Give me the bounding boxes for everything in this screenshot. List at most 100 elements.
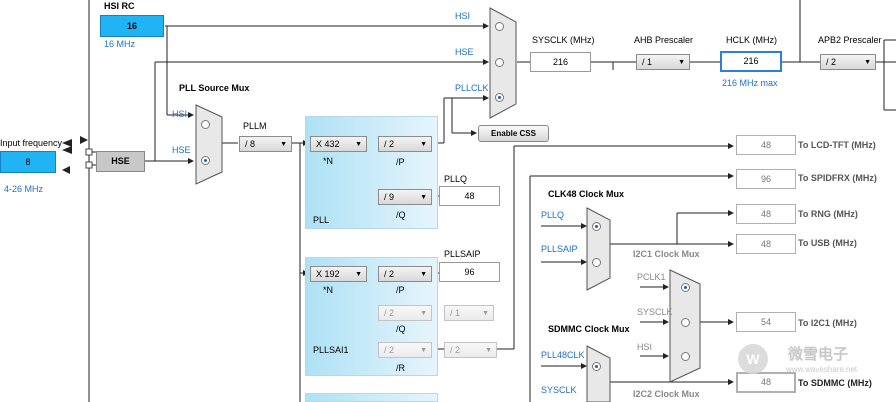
sdmmc-mux-title: SDMMC Clock Mux	[548, 324, 630, 334]
pll-source-hse-radio[interactable]	[201, 156, 210, 165]
hsi-rc-freq: 16 MHz	[104, 39, 136, 49]
watermark-text: 微雪电子	[788, 346, 849, 363]
pll-p-label: /P	[396, 157, 405, 167]
pll-panel	[305, 116, 438, 229]
sysmux-pllclk-radio[interactable]	[495, 93, 504, 102]
ahb-prescaler-label: AHB Prescaler	[634, 35, 694, 45]
chevron-down-icon: ▼	[482, 310, 489, 317]
pll-name: PLL	[313, 215, 330, 225]
hclk-max: 216 MHz max	[722, 78, 778, 88]
clk48-pllsaip-label: PLLSAIP	[541, 244, 578, 254]
clk48-mux-title: CLK48 Clock Mux	[548, 189, 625, 199]
pll-q-label: /Q	[396, 210, 406, 220]
chevron-down-icon: ▼	[678, 59, 685, 66]
pll-source-hsi-radio[interactable]	[201, 120, 210, 129]
sysmux-hsi-radio[interactable]	[495, 22, 504, 31]
i2c1-pclk1-label: PCLK1	[637, 272, 666, 282]
apb2-prescaler-select[interactable]: / 2 ▼	[820, 54, 876, 70]
watermark-logo: W	[738, 344, 768, 374]
ahb-prescaler-select[interactable]: / 1 ▼	[636, 54, 690, 70]
chevron-down-icon: ▼	[420, 141, 427, 148]
apb2-prescaler-value: / 2	[826, 57, 837, 67]
sdmmc-sysclk-label: SYSCLK	[541, 385, 577, 395]
pllq-value: 48	[439, 186, 500, 206]
pllq-label: PLLQ	[444, 174, 468, 184]
watermark-url: www.waveshare.net	[786, 365, 858, 374]
pll-p-value: / 2	[384, 139, 395, 149]
pllsai-p-select[interactable]: / 2 ▼	[378, 266, 432, 282]
sysmux-hse-radio[interactable]	[495, 58, 504, 67]
next-pll-panel	[305, 393, 438, 402]
rng-value: 48	[736, 204, 796, 224]
pll-p-select[interactable]: / 2 ▼	[378, 136, 432, 152]
pllsai-n-value: X 192	[316, 269, 340, 279]
chevron-down-icon: ▼	[420, 347, 427, 354]
sdmmc-pll48clk-label: PLL48CLK	[541, 350, 585, 360]
sdmmc-pll48clk-radio[interactable]	[592, 362, 601, 371]
chevron-down-icon: ▼	[420, 194, 427, 201]
i2c1-hsi-radio[interactable]	[681, 352, 690, 361]
pll-source-mux-title: PLL Source Mux	[179, 83, 250, 93]
chevron-down-icon: ▼	[864, 59, 871, 66]
chevron-down-icon: ▼	[355, 271, 362, 278]
hsi-rc-title: HSI RC	[104, 1, 135, 11]
clk48-pllq-radio[interactable]	[592, 222, 601, 231]
rng-label: To RNG (MHz)	[798, 209, 858, 219]
pllsai-q-value: / 2	[384, 308, 395, 318]
input-frequency-label: Input frequency	[0, 138, 63, 148]
pllsaip-value: 96	[439, 262, 500, 282]
hclk-value[interactable]: 216	[720, 51, 782, 72]
pllsai-name: PLLSAI1	[313, 345, 349, 355]
pll-n-label: *N	[323, 156, 334, 166]
pllsai-q2-select[interactable]: / 1 ▼	[444, 305, 494, 321]
pllm-label: PLLM	[243, 121, 267, 131]
apb2-prescaler-label: APB2 Prescaler	[818, 35, 882, 45]
i2c2-mux-title: I2C2 Clock Mux	[633, 389, 700, 399]
pllsai-n-select[interactable]: X 192 ▼	[310, 266, 367, 282]
sysmux-hsi-label: HSI	[455, 11, 471, 21]
pll-q-select[interactable]: / 9 ▼	[378, 189, 432, 205]
pllsai-p-label: /P	[396, 285, 405, 295]
i2c1-mux-title: I2C1 Clock Mux	[633, 249, 700, 259]
ahb-prescaler-value: / 1	[642, 57, 653, 67]
input-frequency-range: 4-26 MHz	[4, 184, 44, 194]
pllsai-r-label: /R	[396, 363, 405, 373]
pll-source-hsi-label: HSI	[172, 109, 188, 119]
lcd-tft-value: 48	[736, 135, 796, 155]
sysclk-label: SYSCLK (MHz)	[532, 35, 595, 45]
i2c1-pclk1-radio[interactable]	[681, 283, 690, 292]
usb-label: To USB (MHz)	[798, 238, 857, 248]
i2c1-hsi-label: HSI	[637, 342, 653, 352]
chevron-down-icon: ▼	[280, 141, 287, 148]
pll-n-select[interactable]: X 432 ▼	[310, 136, 367, 152]
clk48-pllq-label: PLLQ	[541, 210, 565, 220]
pll-q-value: / 9	[384, 192, 395, 202]
usb-value: 48	[736, 234, 796, 254]
chevron-down-icon: ▼	[355, 141, 362, 148]
pllsai-n-label: *N	[323, 285, 334, 295]
pllsai-q2-value: / 1	[450, 308, 461, 318]
pllm-select[interactable]: / 8▼	[239, 136, 292, 152]
pllsaip-label: PLLSAIP	[444, 249, 481, 259]
pllsai-p-value: / 2	[384, 269, 395, 279]
i2c1-sysclk-radio[interactable]	[681, 318, 690, 327]
input-frequency-value[interactable]: 8	[0, 151, 56, 173]
pll-n-value: X 432	[316, 139, 340, 149]
pllsai-r-value: / 2	[384, 345, 395, 355]
pllsai-q-select[interactable]: / 2 ▼	[378, 305, 432, 321]
pllsai-r2-select[interactable]: / 2▼	[444, 342, 497, 358]
sysmux-pllclk-label: PLLCLK	[455, 83, 489, 93]
pllsai-r-select[interactable]: / 2 ▼	[378, 342, 432, 358]
hsi-rc-value[interactable]: 16	[100, 15, 164, 37]
pll-source-hse-label: HSE	[172, 145, 191, 155]
clk48-pllsaip-radio[interactable]	[592, 258, 601, 267]
pllsai-r2-value: / 2	[450, 345, 461, 355]
sdmmc-value[interactable]: 48	[736, 372, 796, 393]
i2c1-label: To I2C1 (MHz)	[798, 318, 857, 328]
lcd-tft-label: To LCD-TFT (MHz)	[798, 140, 876, 150]
spidfrx-label: To SPIDFRX (MHz)	[798, 173, 877, 183]
sdmmc-label: To SDMMC (MHz)	[798, 378, 872, 388]
chevron-down-icon: ▼	[420, 310, 427, 317]
enable-css-button[interactable]: Enable CSS	[478, 125, 549, 142]
chevron-down-icon: ▼	[420, 271, 427, 278]
